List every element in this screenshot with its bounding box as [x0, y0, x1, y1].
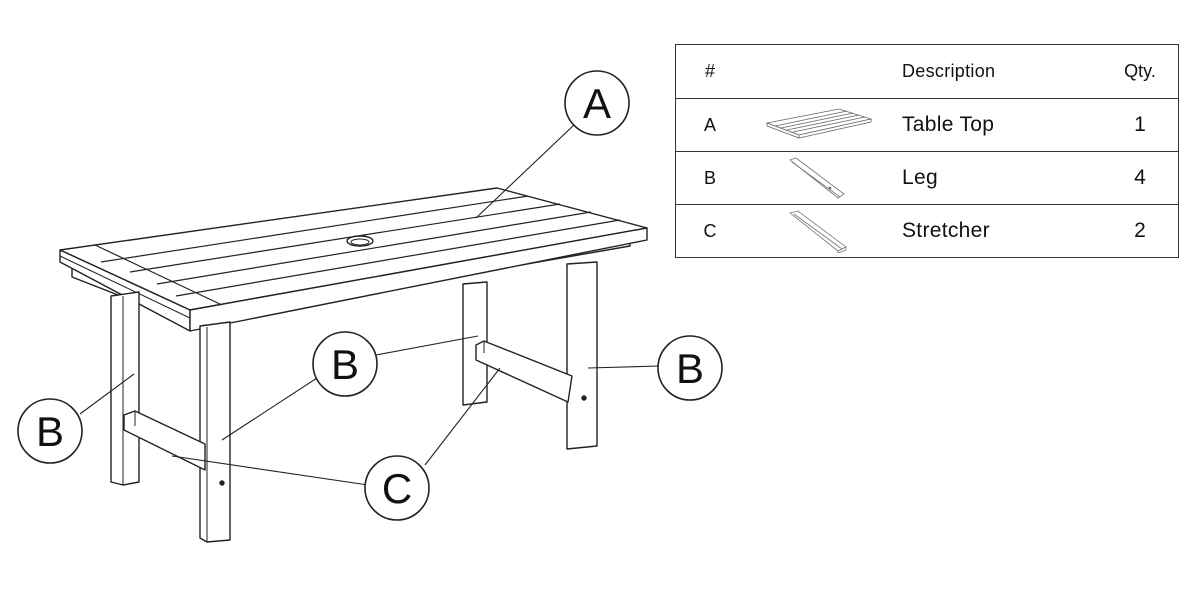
header-description: Description	[902, 61, 996, 81]
header-image-spacer	[744, 46, 894, 98]
part-description: Table Top	[902, 113, 995, 136]
table-row: C Stretcher 2	[676, 204, 1178, 257]
callout-c-label: C	[382, 465, 412, 512]
part-qty: 2	[1134, 219, 1146, 242]
front-right-leg	[199, 321, 231, 543]
callout-b-center: B	[312, 331, 378, 397]
callout-c: C	[364, 455, 430, 521]
front-stretcher	[123, 410, 206, 471]
leader-lines	[79, 123, 660, 486]
part-description: Leg	[902, 166, 938, 189]
picnic-table-drawing	[59, 187, 648, 543]
header-qty: Qty.	[1124, 61, 1156, 81]
part-description: Stretcher	[902, 219, 990, 242]
leg-thumbnail	[744, 152, 894, 204]
table-row: B Leg 4	[676, 151, 1178, 204]
callout-b-left: B	[17, 398, 83, 464]
parts-list-table: # Description Qty. A Table Top 1 B	[675, 44, 1179, 258]
part-number: A	[703, 114, 716, 135]
callout-b-right: B	[657, 335, 723, 401]
back-right-leg	[566, 261, 598, 450]
front-left-leg	[110, 291, 140, 486]
callout-b-right-label: B	[676, 345, 704, 392]
callout-a: A	[564, 70, 630, 136]
part-qty: 1	[1134, 113, 1146, 136]
parts-table-header: # Description Qty.	[676, 45, 1178, 98]
part-number: B	[703, 167, 716, 188]
part-number: C	[703, 220, 717, 241]
table-row: A Table Top 1	[676, 98, 1178, 151]
callout-a-label: A	[583, 80, 611, 127]
callout-b-center-label: B	[331, 341, 359, 388]
table-top-side-edge	[189, 227, 648, 332]
part-qty: 4	[1134, 166, 1146, 189]
back-left-leg	[462, 281, 488, 406]
table-top-thumbnail	[744, 99, 894, 151]
callout-b-left-label: B	[36, 408, 64, 455]
stretcher-thumbnail	[744, 205, 894, 257]
header-number: #	[704, 61, 715, 81]
back-stretcher	[475, 340, 573, 403]
